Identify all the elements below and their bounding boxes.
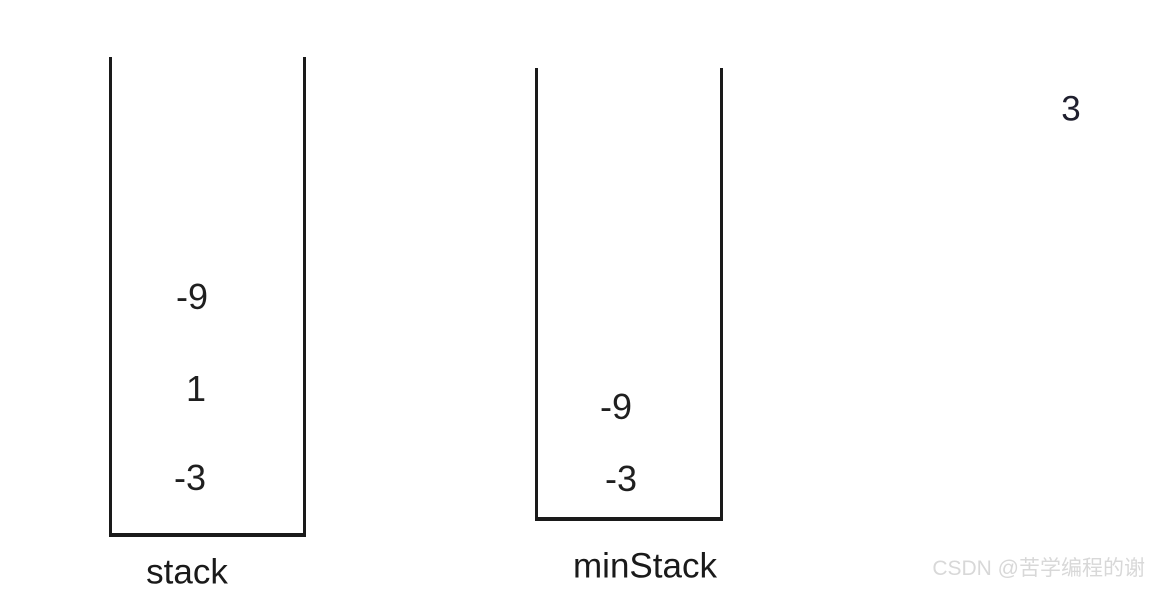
stack-label: stack bbox=[146, 552, 228, 589]
min-stack-container bbox=[535, 68, 723, 521]
csdn-watermark: CSDN @苦学编程的谢 bbox=[932, 557, 1145, 580]
min-stack-value-bottom: -3 bbox=[604, 458, 638, 499]
stack-container bbox=[109, 57, 306, 537]
popped-value: 3 bbox=[1061, 89, 1081, 129]
min-stack-value-top: -9 bbox=[599, 386, 633, 427]
stack-value-top: -9 bbox=[175, 276, 209, 317]
stack-value-middle: 1 bbox=[185, 368, 207, 409]
stack-value-bottom: -3 bbox=[173, 457, 207, 498]
min-stack-label: minStack bbox=[573, 546, 717, 586]
